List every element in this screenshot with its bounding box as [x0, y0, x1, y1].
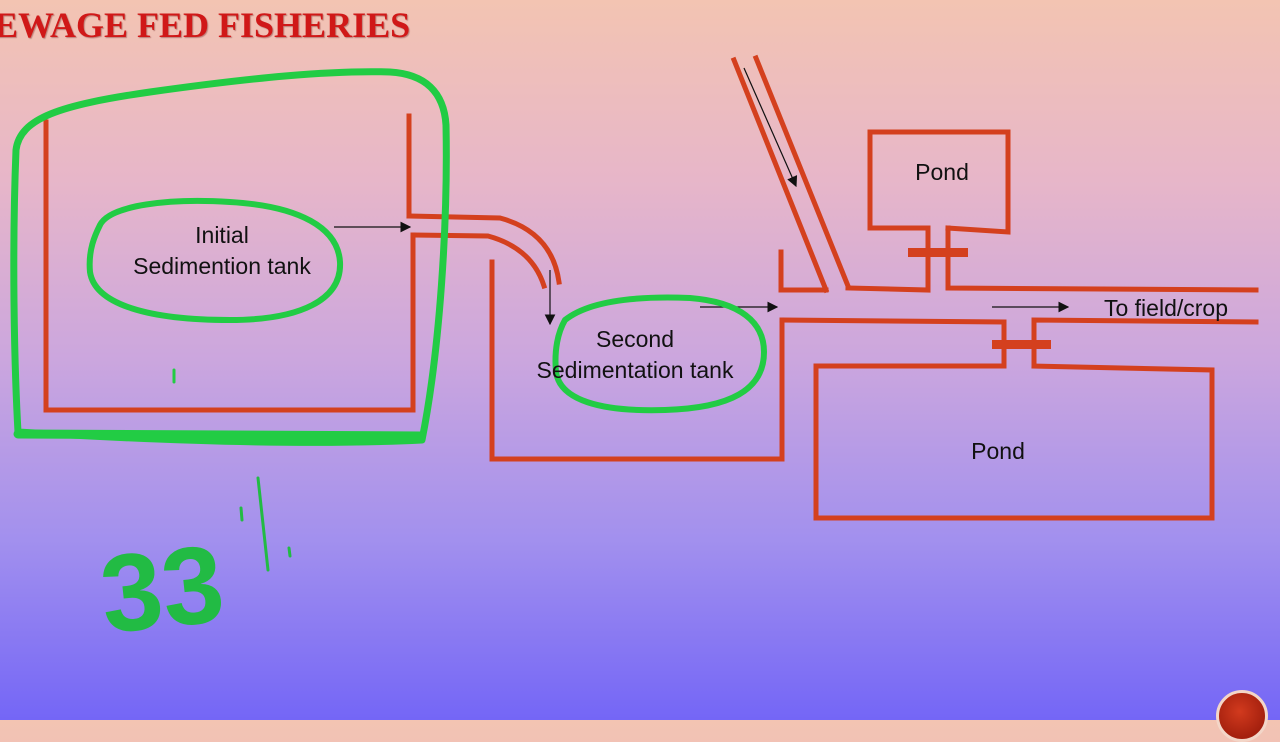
flow-arrow-inlet-pipe: [743, 67, 798, 188]
inlet-pipe-left-wall: [730, 56, 830, 294]
channel-divider: [1031, 317, 1259, 369]
pipe-network: [43, 54, 1259, 521]
bottom-pond-label: Pond: [971, 438, 1025, 464]
bottom-pond-gate: [992, 340, 1051, 349]
initial-tank-label-line1: Initial: [195, 222, 249, 248]
outlet-pipe-lower: [410, 232, 548, 290]
second-tank-walls: [489, 259, 785, 462]
inlet-pipe-right-wall: [752, 54, 852, 290]
highlight-box-initial-tank: [10, 68, 450, 446]
outlet-label: To field/crop: [1103, 295, 1228, 321]
second-tank-label-line1: Second: [595, 326, 674, 352]
top-pond-label: Pond: [915, 159, 969, 185]
upper-channel-left: [845, 225, 931, 293]
second-tank-label: Second Sedimentation tank: [510, 324, 760, 386]
outlet-pipe-upper: [406, 213, 562, 285]
slide-title: EWAGE FED FISHERIES: [0, 5, 411, 45]
sewage-fisheries-diagram: 33: [10, 54, 1259, 657]
initial-tank-label-line2: Sedimention tank: [133, 253, 311, 279]
presenter-badge: [1216, 690, 1268, 742]
upper-channel-right: [945, 225, 1259, 293]
lower-channel-top-wall: [779, 317, 1007, 369]
highlighter-annotations: [10, 68, 767, 446]
initial-tank-walls: [43, 119, 416, 413]
second-tank-label-line2: Sedimentation tank: [536, 357, 734, 383]
highlight-box-base: [13, 429, 425, 441]
highlight-ellipse-second-tank: [552, 294, 767, 414]
bottom-pond-walls: [813, 363, 1215, 521]
initial-tank-label: Initial Sedimention tank: [92, 220, 352, 282]
handwritten-marks: [239, 476, 292, 572]
highlight-ellipse-initial-tank: [86, 197, 344, 323]
inlet-pipe-left-bottom: [778, 249, 829, 293]
top-pond-walls: [867, 129, 1011, 235]
top-pond-gate: [908, 248, 968, 257]
handwritten-number: 33: [95, 522, 230, 657]
